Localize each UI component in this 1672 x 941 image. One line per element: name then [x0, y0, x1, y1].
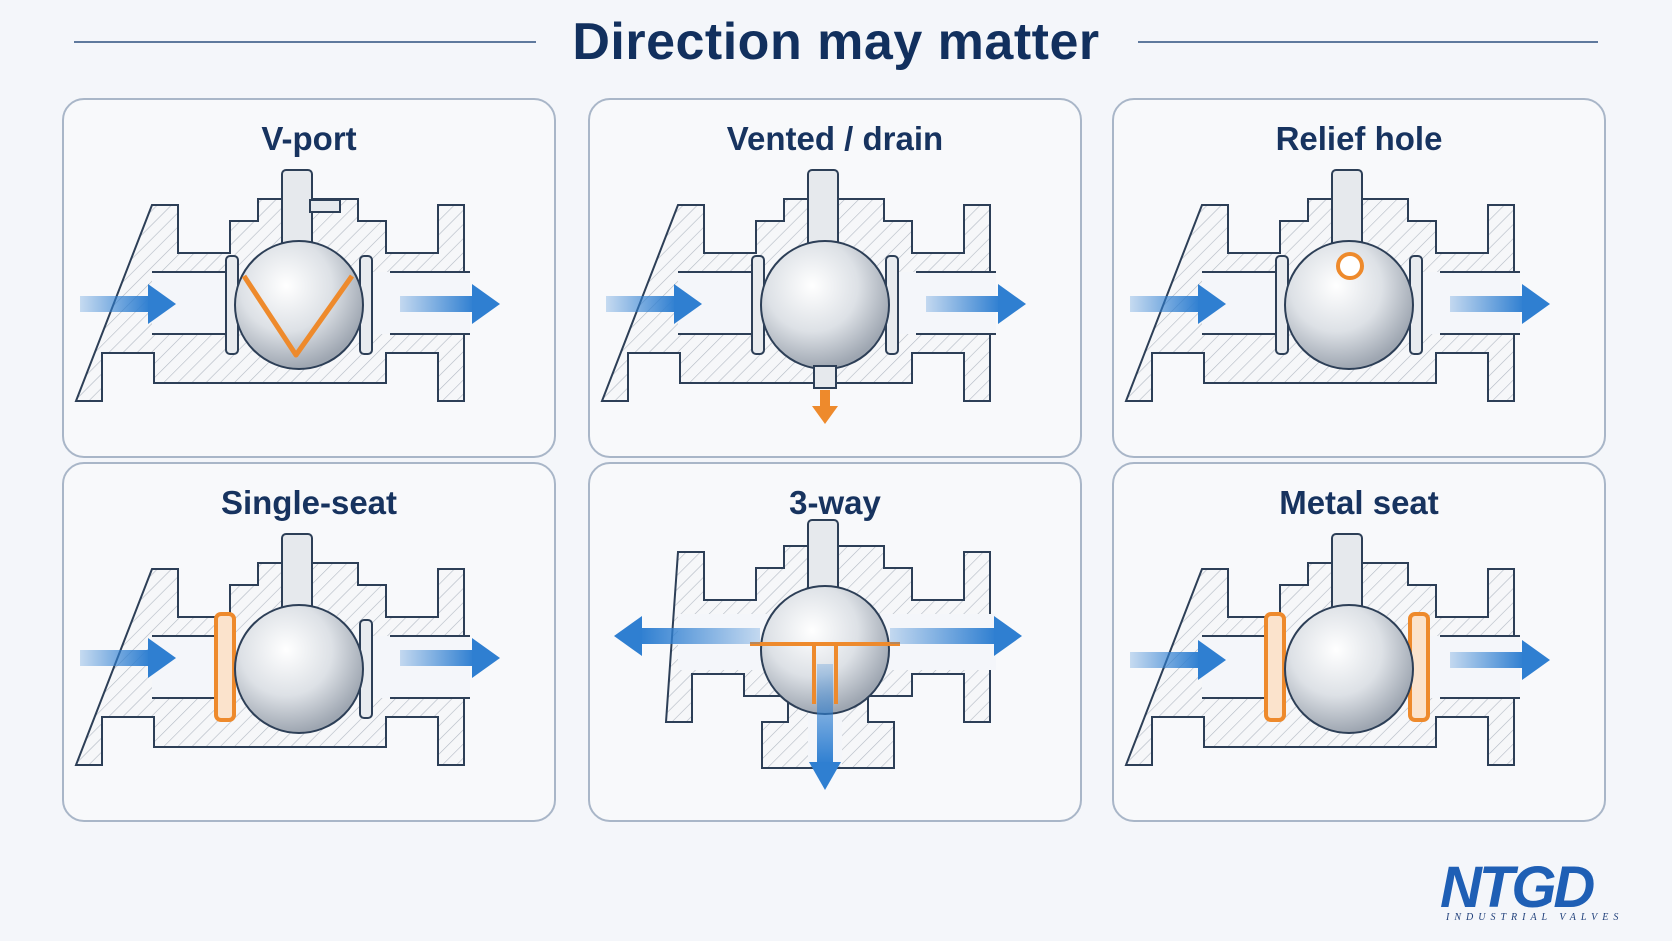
flow-arrow-in: [606, 284, 702, 324]
flow-arrow-in: [1130, 284, 1226, 324]
flow-arrow-out: [1450, 284, 1550, 324]
valve-stem: [1331, 533, 1363, 615]
single-seat-valve-diagram: [74, 533, 500, 766]
brand-logo: NTGD INDUSTRIAL VALVES: [1440, 855, 1640, 930]
card-title: Metal seat: [1279, 484, 1439, 521]
card-title: 3-way: [789, 484, 881, 521]
valve-stem: [807, 169, 839, 251]
relief-hole-valve-diagram: [1124, 169, 1550, 402]
valve-stem: [1331, 169, 1363, 251]
v-port-valve-diagram: [74, 169, 500, 402]
v-notch-highlight: [241, 274, 355, 358]
card-title: Single-seat: [220, 484, 398, 521]
drain-plug: [813, 365, 837, 389]
card-v-port: V-port: [62, 98, 556, 458]
flow-arrow-down: [809, 664, 841, 790]
header: Direction may matter: [0, 0, 1672, 96]
title-rule-left: [74, 41, 536, 43]
flow-arrow-in: [80, 638, 176, 678]
card-relief-hole: Relief hole: [1112, 98, 1606, 458]
stem-lever: [309, 199, 341, 213]
flow-arrow-out: [400, 638, 500, 678]
ball: [1284, 240, 1414, 370]
ball: [234, 240, 364, 370]
card-single-seat: Single-seat: [62, 462, 556, 822]
card-metal-seat: Metal seat: [1112, 462, 1606, 822]
valve-stem: [281, 533, 313, 615]
card-title: Vented / drain: [726, 120, 944, 157]
card-title: V-port: [261, 120, 357, 157]
card-title: Relief hole: [1275, 120, 1443, 157]
flow-arrow-right: [890, 616, 1022, 656]
single-seat-highlight: [214, 612, 236, 722]
flow-arrow-in: [1130, 640, 1226, 680]
valve-stem: [281, 169, 313, 251]
vented-drain-valve-diagram: [600, 169, 1026, 424]
three-way-valve-diagram: [614, 519, 1022, 790]
ball: [1284, 604, 1414, 734]
flow-arrow-out: [400, 284, 500, 324]
ball: [234, 604, 364, 734]
metal-seat-left-highlight: [1264, 612, 1286, 722]
page-title: Direction may matter: [572, 13, 1100, 71]
ball: [760, 240, 890, 370]
card-3-way: 3-way: [588, 462, 1082, 822]
logo-tagline: INDUSTRIAL VALVES: [1446, 912, 1624, 923]
flow-arrow-in: [80, 284, 176, 324]
logo-mark: NTGD: [1440, 855, 1595, 920]
metal-seat-valve-diagram: [1124, 533, 1550, 766]
drain-arrow: [812, 390, 838, 424]
t-port-highlight: [750, 642, 900, 704]
flow-arrow-out: [1450, 640, 1550, 680]
flow-arrow-out: [926, 284, 1026, 324]
relief-hole-highlight: [1336, 252, 1364, 280]
title-rule-right: [1138, 41, 1598, 43]
flow-arrow-left: [614, 616, 760, 656]
card-vented-drain: Vented / drain: [588, 98, 1082, 458]
